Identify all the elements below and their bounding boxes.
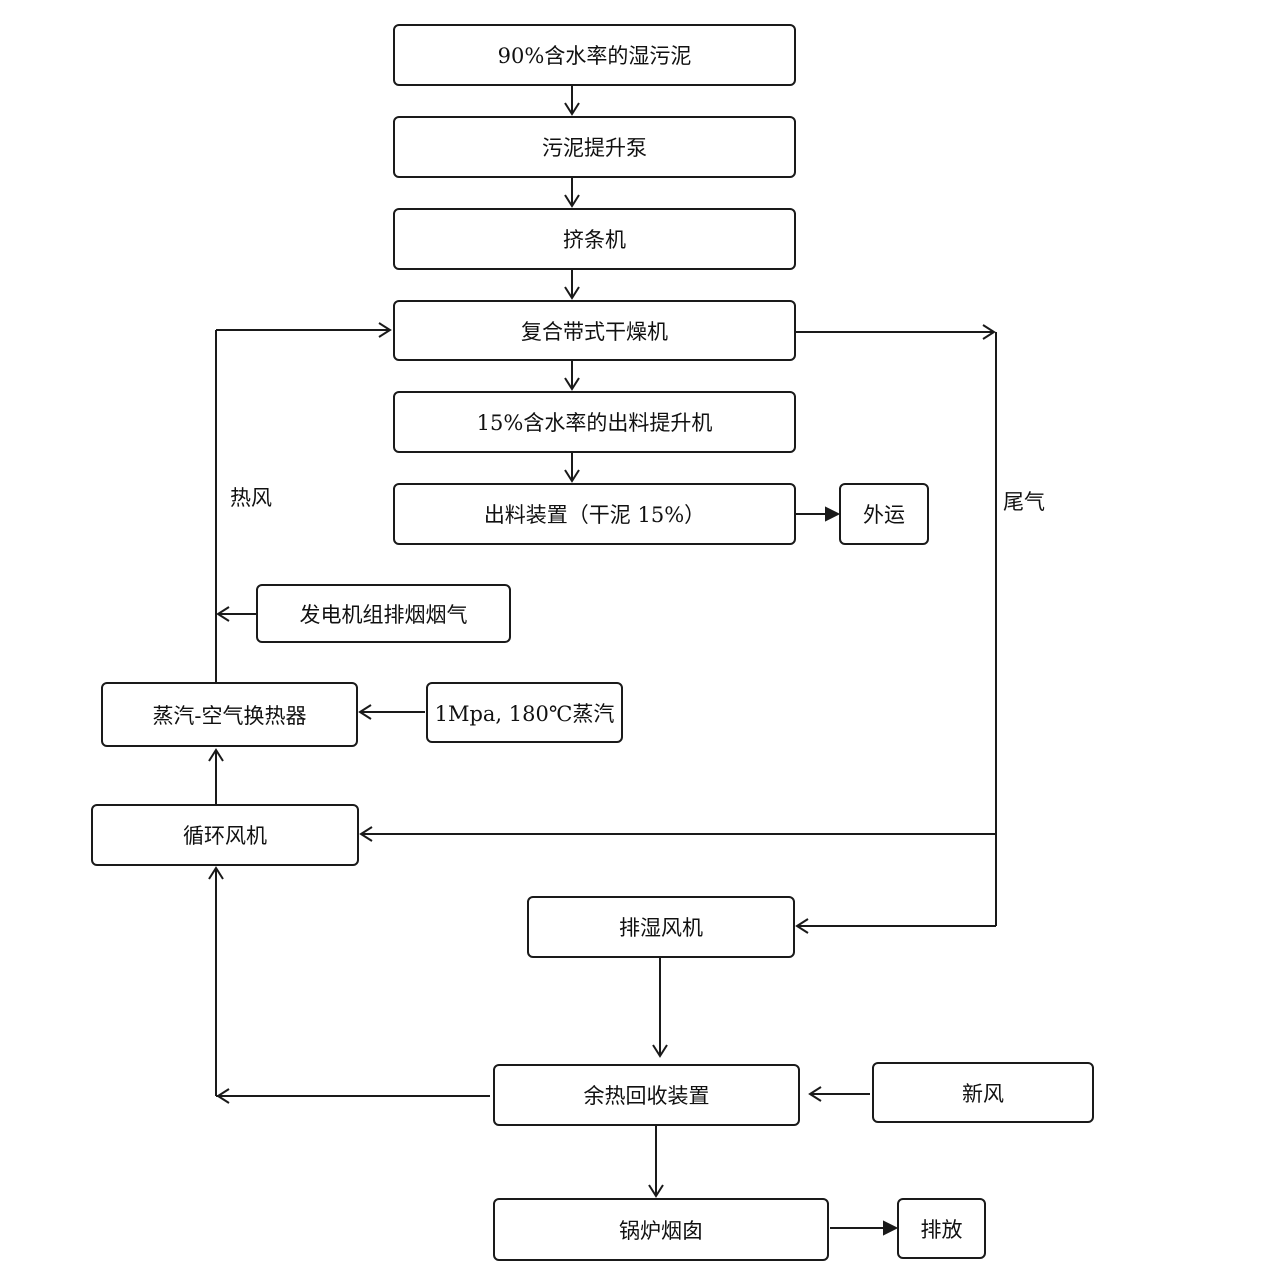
node-heat-recovery: 余热回收装置 [493, 1064, 800, 1126]
edge-steam-to-exchanger [358, 704, 425, 720]
node-circulation-fan: 循环风机 [91, 804, 359, 866]
edge-lift-to-discharge [564, 453, 580, 483]
edge-extruder-to-dryer [564, 270, 580, 300]
node-dehumid-fan: 排湿风机 [527, 896, 795, 958]
edge-pump-to-extruder [564, 178, 580, 208]
edge-chimney-to-emission [830, 1220, 899, 1236]
node-discharge-lift: 15%含水率的出料提升机 [393, 391, 796, 453]
edge-dryer-to-lift [564, 361, 580, 391]
node-fresh-air: 新风 [872, 1062, 1094, 1123]
edge-generator-flue-to-hot-air [216, 606, 256, 622]
node-wet-sludge: 90%含水率的湿污泥 [393, 24, 796, 86]
edge-discharge-to-transport [796, 506, 841, 522]
edge-dehumid-to-recovery [652, 958, 668, 1058]
node-steam-supply: 1Mpa, 180℃蒸汽 [426, 682, 623, 743]
node-extruder: 挤条机 [393, 208, 796, 270]
label-exhaust-gas: 尾气 [1003, 490, 1045, 514]
edge-hot-air-to-dryer [215, 322, 392, 682]
node-transport-out: 外运 [839, 483, 929, 545]
edge-exhaust-to-dehumid-fan [795, 918, 996, 934]
edge-fan-to-exchanger [208, 748, 224, 804]
label-hot-air: 热风 [230, 486, 272, 510]
node-discharge-device: 出料装置（干泥 15%） [393, 483, 796, 545]
edge-exhaust-to-circulation-fan [359, 826, 996, 842]
node-steam-air-exchanger: 蒸汽-空气换热器 [101, 682, 358, 747]
node-belt-dryer: 复合带式干燥机 [393, 300, 796, 361]
node-boiler-chimney: 锅炉烟囱 [493, 1198, 829, 1261]
edge-recovery-to-chimney [648, 1126, 664, 1198]
node-sludge-pump: 污泥提升泵 [393, 116, 796, 178]
node-emission: 排放 [897, 1198, 986, 1259]
edge-dryer-exhaust [796, 324, 997, 926]
edge-fresh-air-to-recovery [808, 1086, 870, 1102]
node-generator-flue: 发电机组排烟烟气 [256, 584, 511, 643]
edge-recovery-to-fan [208, 866, 490, 1104]
edge-wet-sludge-to-pump [564, 86, 580, 116]
